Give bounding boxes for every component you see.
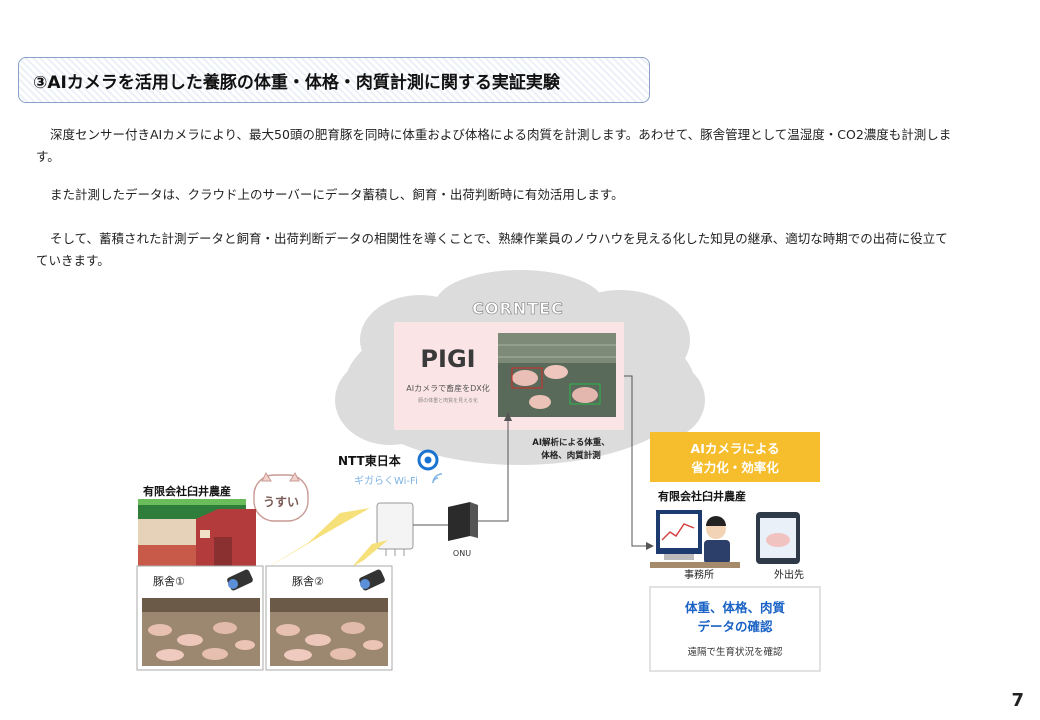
- barn1-photo: [142, 598, 260, 666]
- pigi-tagline: AIカメラで畜産をDX化: [406, 383, 489, 393]
- data-confirm-box: [649, 586, 821, 672]
- wifi-signal-icon: [432, 473, 443, 484]
- confirm-line1: 体重、体格、肉質: [685, 600, 786, 615]
- office-company-label: 有限会社臼井農産: [658, 489, 746, 503]
- farm-name-label: 有限会社臼井農産: [143, 484, 231, 498]
- ntt-east-label: NTT東日本: [338, 453, 401, 468]
- network-connectors: [413, 375, 654, 550]
- barn-building-icon: [138, 499, 256, 567]
- efficiency-line2: 省力化・効率化: [690, 460, 779, 475]
- ai-analysis-line1: AI解析による体重、: [532, 437, 610, 448]
- paragraph-2-text: また計測したデータは、クラウド上のサーバーにデータ蓄積し、飼育・出荷判断時に有効…: [50, 187, 624, 202]
- section-title: ③AIカメラを活用した養豚の体重・体格・肉質計測に関する実証実験: [18, 57, 650, 103]
- ntt-logo-icon: [417, 449, 439, 471]
- barn2-photo: [270, 598, 388, 666]
- paragraph-1-text: 深度センサー付きAIカメラにより、最大50頭の肥育豚を同時に体重および体格による…: [36, 127, 952, 164]
- confirm-line2: データの確認: [697, 619, 773, 634]
- onu-device-icon: [448, 502, 478, 541]
- camera-icon: [227, 569, 253, 591]
- camera-icon: [359, 569, 385, 591]
- outside-label: 外出先: [774, 568, 804, 581]
- remote-check-label: 遠隔で生育状況を確認: [687, 646, 783, 658]
- tablet-icon: [756, 512, 800, 564]
- efficiency-line1: AIカメラによる: [691, 441, 780, 456]
- pigi-subtagline: 豚の体重と肉質を見える化: [418, 397, 478, 404]
- farm-mascot-icon: [253, 471, 309, 522]
- farm-mascot-text: うすい: [263, 495, 299, 509]
- paragraph-2: また計測したデータは、クラウド上のサーバーにデータ蓄積し、飼育・出荷判断時に有効…: [36, 184, 956, 206]
- office-worker-icon: [650, 510, 740, 568]
- office-label: 事務所: [684, 568, 714, 581]
- pigi-logo-text: PIGI: [420, 345, 475, 373]
- wifi-service-label: ギガらくWi-Fi: [354, 475, 418, 487]
- wifi-access-point-icon: [376, 502, 414, 556]
- page-number: 7: [1011, 690, 1024, 711]
- paragraph-1: 深度センサー付きAIカメラにより、最大50頭の肥育豚を同時に体重および体格による…: [36, 124, 956, 168]
- camera-feed-image: [498, 333, 616, 417]
- efficiency-box: [650, 432, 820, 482]
- onu-label: ONU: [453, 549, 471, 558]
- section-title-text: ③AIカメラを活用した養豚の体重・体格・肉質計測に関する実証実験: [33, 72, 560, 93]
- barn1-label: 豚舎①: [153, 575, 185, 588]
- paragraph-3: そして、蓄積された計測データと飼育・出荷判断データの相関性を導くことで、熟練作業…: [36, 228, 956, 272]
- ai-analysis-line2: 体格、肉質計測: [541, 450, 601, 461]
- cloud-brand-label: CORNTEC: [472, 299, 564, 318]
- paragraph-3-text: そして、蓄積された計測データと飼育・出荷判断データの相関性を導くことで、熟練作業…: [36, 231, 948, 268]
- barn2-label: 豚舎②: [292, 575, 324, 588]
